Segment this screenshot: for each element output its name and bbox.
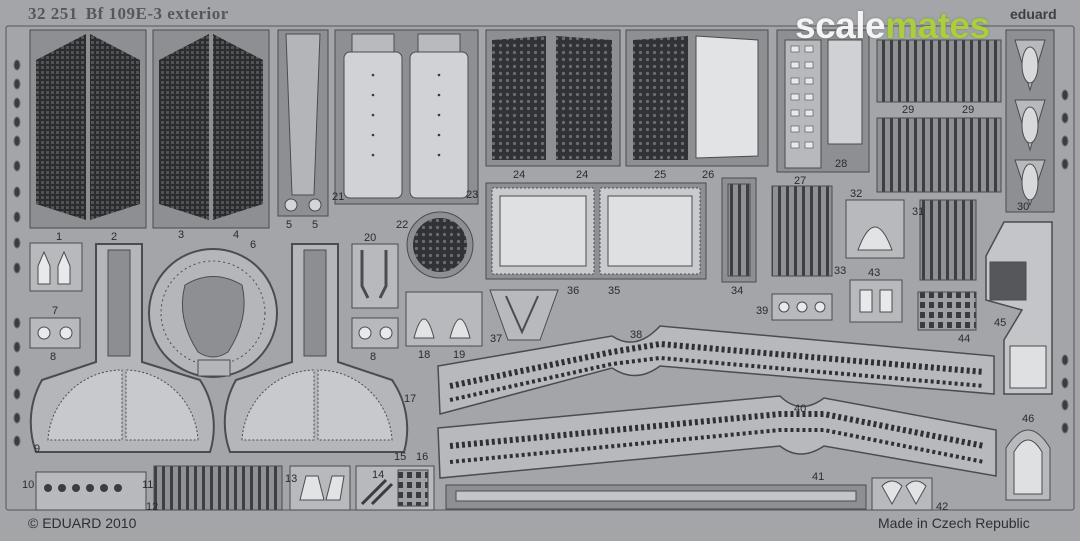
part-number: 39: [756, 305, 769, 317]
part-41-bar: [445, 484, 867, 510]
part-12-ribs: [153, 465, 283, 511]
part-number: 26: [702, 169, 715, 181]
part-number: 31: [912, 206, 925, 218]
part-number: 34: [731, 285, 744, 297]
part-number: 42: [936, 501, 949, 513]
part-number: 3: [178, 229, 185, 241]
part-number: 36: [567, 285, 580, 297]
part-number: 33: [834, 265, 847, 277]
part-14-16: [355, 465, 435, 511]
part-46: [1005, 429, 1051, 501]
part-number: 11: [142, 479, 154, 491]
part-42: [871, 477, 933, 511]
part-18-19: [405, 291, 483, 347]
part-31: [919, 199, 977, 281]
part-1-2-mesh-panels: [29, 29, 147, 229]
part-6-round-plate: [148, 248, 278, 378]
part-27-33-grid: [771, 185, 833, 277]
part-number: 16: [416, 451, 429, 463]
part-number: 8: [370, 351, 377, 363]
scalemates-watermark: scalemates: [795, 5, 990, 47]
watermark-part1: scale: [795, 5, 886, 46]
part-3-4-mesh-panels: [152, 29, 270, 229]
part-number: 5: [286, 219, 293, 231]
part-number: 1: [56, 231, 63, 243]
part-number: 18: [418, 349, 431, 361]
part-number: 28: [835, 158, 848, 170]
part-number: 46: [1022, 413, 1035, 425]
part-39: [771, 293, 833, 321]
part-number: 30: [1017, 201, 1030, 213]
part-number: 29: [962, 104, 975, 116]
part-number: 7: [52, 305, 59, 317]
copyright-text: © EDUARD 2010: [28, 515, 137, 531]
part-34-strip: [721, 177, 757, 283]
origin-text: Made in Czech Republic: [878, 515, 1030, 531]
part-number: 41: [812, 471, 825, 483]
part-43: [849, 279, 903, 323]
part-number: 32: [850, 188, 863, 200]
part-21-23-flaps: [334, 29, 479, 205]
part-number: 24: [513, 169, 526, 181]
part-number: 24: [576, 169, 589, 181]
part-13: [289, 465, 351, 511]
part-27-28-strips: [776, 29, 870, 173]
part-number: 15: [394, 451, 407, 463]
part-2-9-keyhole: [29, 243, 215, 453]
kit-number: 32 251: [28, 4, 78, 23]
part-5-strip: [277, 29, 329, 217]
part-number: 27: [794, 175, 807, 187]
watermark-part2: mates: [885, 5, 990, 46]
part-number: 25: [654, 169, 667, 181]
part-number: 37: [490, 333, 503, 345]
part-number: 35: [608, 285, 621, 297]
part-number: 20: [364, 232, 377, 244]
kit-name: Bf 109E-3 exterior: [85, 4, 229, 23]
part-number: 29: [902, 104, 915, 116]
part-number: 45: [994, 317, 1007, 329]
part-10-12-row: [35, 471, 147, 511]
part-30-struts: [1005, 29, 1055, 213]
part-number: 14: [372, 469, 385, 481]
part-45: [985, 221, 1053, 395]
part-number: 13: [285, 473, 298, 485]
part-number: 8: [50, 351, 57, 363]
part-25-26-panels: [625, 29, 769, 167]
part-number: 38: [630, 329, 643, 341]
part-32: [845, 199, 905, 259]
part-number: 5: [312, 219, 319, 231]
part-number: 40: [794, 403, 807, 415]
part-number: 2: [111, 231, 118, 243]
part-44: [917, 291, 977, 331]
part-37-bracket: [489, 289, 559, 341]
part-number: 12: [146, 501, 159, 513]
part-35-36-panels: [485, 182, 707, 280]
part-number: 23: [466, 189, 479, 201]
part-20-8-small: [351, 243, 399, 349]
part-4-17-keyhole: [223, 243, 409, 453]
part-40-strip: [437, 395, 997, 479]
part-number: 21: [332, 191, 345, 203]
part-number: 44: [958, 333, 971, 345]
part-1-7-small: [29, 242, 83, 349]
part-number: 9: [34, 443, 41, 455]
part-number: 22: [396, 219, 409, 231]
part-22-grille: [406, 211, 474, 279]
part-number: 19: [453, 349, 466, 361]
corner-brand: eduard: [1010, 6, 1057, 22]
part-number: 10: [22, 479, 35, 491]
part-number: 43: [868, 267, 881, 279]
part-number: 6: [250, 239, 257, 251]
sprue-holes-left: [13, 59, 1069, 447]
fret-title: 32 251 Bf 109E-3 exterior: [28, 4, 237, 24]
part-24-mesh-pair: [485, 29, 621, 167]
part-29-ribs: [876, 39, 1002, 193]
part-38-strip: [437, 325, 995, 415]
part-number: 17: [404, 393, 417, 405]
part-number: 4: [233, 229, 240, 241]
